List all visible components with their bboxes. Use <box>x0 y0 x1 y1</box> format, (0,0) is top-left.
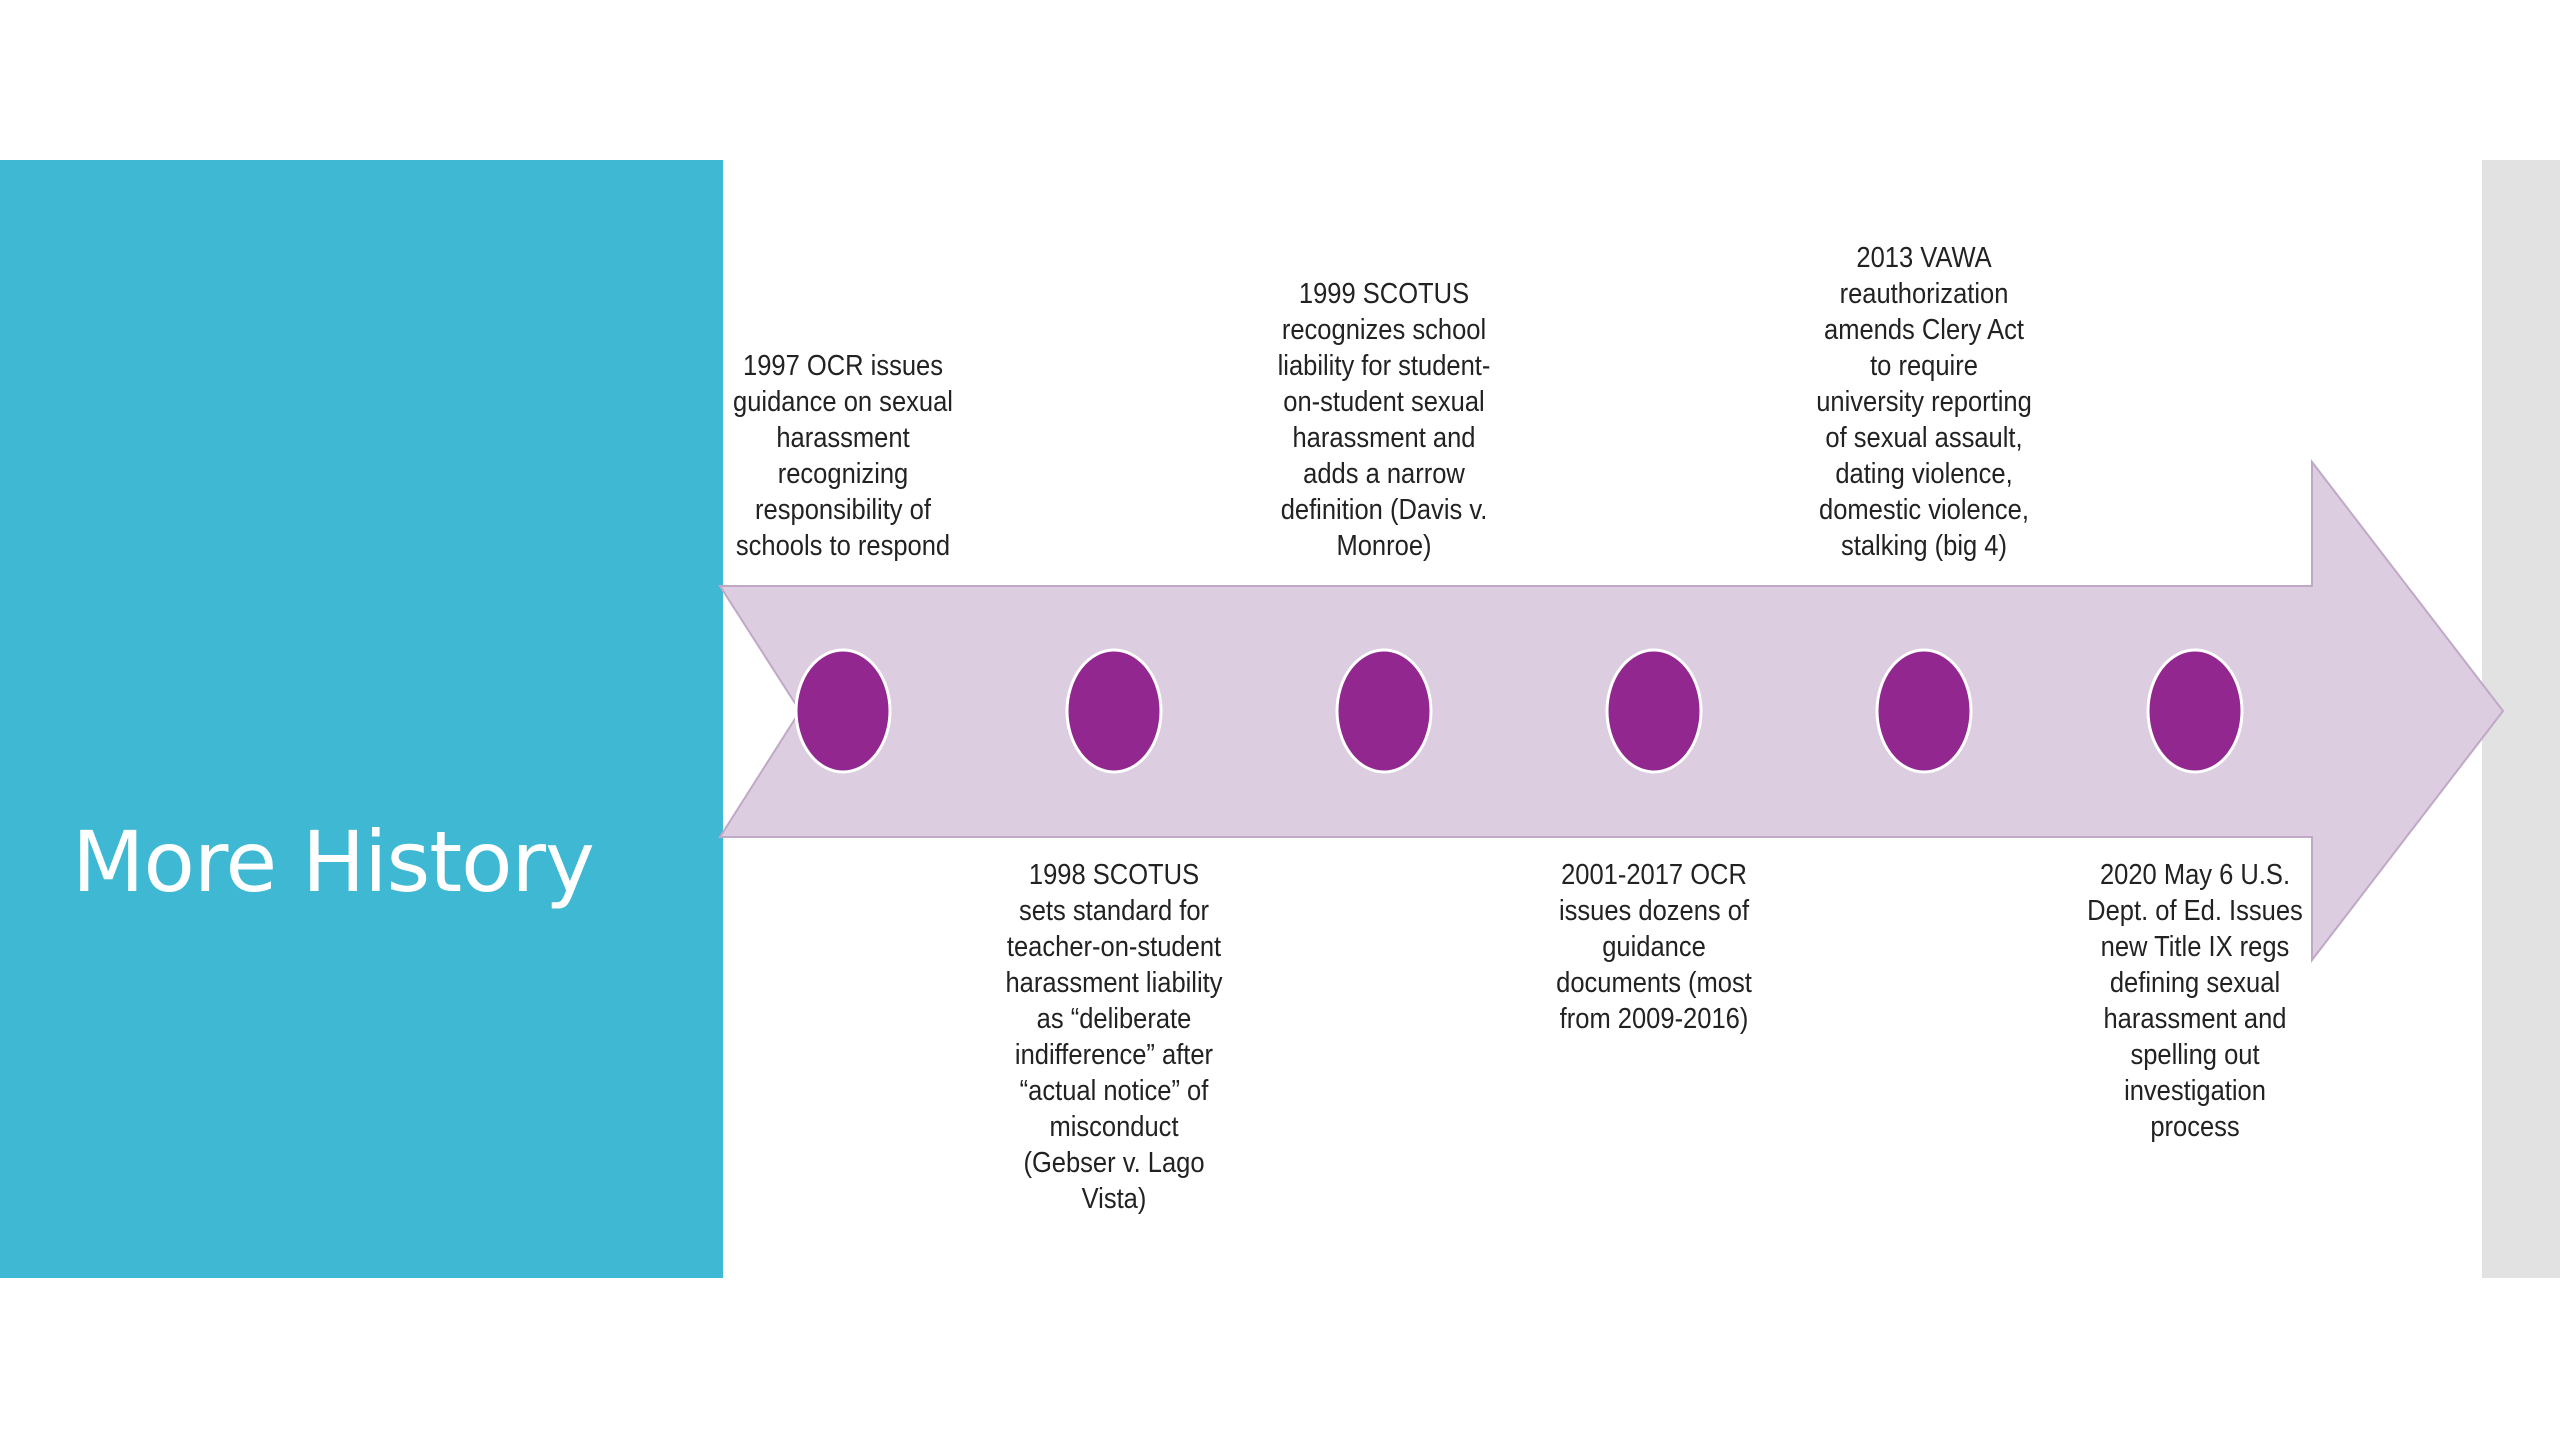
milestone-dot <box>1065 648 1163 774</box>
timeline-event-text: 2013 VAWA reauthorization amends Clery A… <box>1816 242 2032 562</box>
title-panel: More History <box>0 160 723 1278</box>
slide-title: More History <box>72 813 595 911</box>
timeline-event-text: 1998 SCOTUS sets standard for teacher-on… <box>1005 859 1223 1215</box>
timeline-event-text: 1999 SCOTUS recognizes school liability … <box>1277 278 1491 562</box>
milestone-dot <box>794 648 892 774</box>
timeline-event-text: 2020 May 6 U.S. Dept. of Ed. Issues new … <box>2087 859 2303 1143</box>
milestone-dot <box>1605 648 1703 774</box>
timeline-event-text: 2001-2017 OCR issues dozens of guidance … <box>1556 859 1752 1035</box>
timeline-event-text: 1997 OCR issues guidance on sexual haras… <box>733 350 953 562</box>
milestone-dot <box>1875 648 1973 774</box>
milestone-dots <box>794 648 2244 774</box>
milestone-dot <box>2146 648 2244 774</box>
milestone-dot <box>1335 648 1433 774</box>
